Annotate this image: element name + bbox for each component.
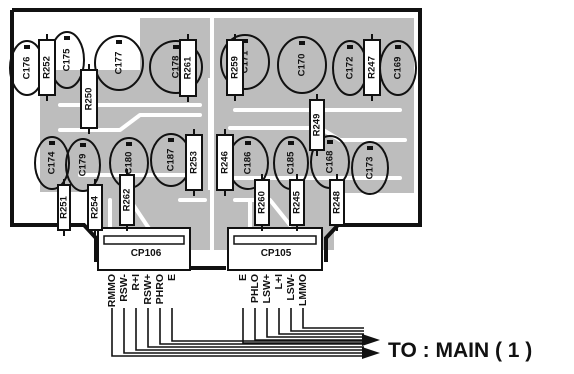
- resistor-r249: R249: [309, 94, 325, 156]
- capacitor-label: C177: [114, 52, 125, 75]
- capacitor-c179: C179: [65, 138, 101, 192]
- capacitor-c177: C177: [94, 35, 144, 91]
- resistor-label: R261: [183, 56, 194, 79]
- resistor-label: R254: [90, 195, 101, 218]
- resistor-label: R246: [220, 151, 231, 174]
- pin-label-left: R+I: [130, 274, 142, 291]
- pin-label-left: RMMO: [106, 274, 118, 307]
- resistor-label: R260: [257, 191, 268, 214]
- resistor-label: R250: [84, 88, 95, 111]
- resistor-label: R251: [59, 195, 70, 218]
- destination-label: TO : MAIN ( 1 ): [388, 339, 532, 362]
- connector-housings: [97, 227, 323, 271]
- resistor-r245: R245: [289, 174, 305, 231]
- resistor-r259: R259: [226, 34, 244, 101]
- board-outline: [10, 8, 422, 262]
- resistor-label: R259: [230, 56, 241, 79]
- pin-label-right: L+I: [273, 274, 285, 290]
- pin-label-right: LSW+: [261, 274, 273, 303]
- resistor-label: R262: [122, 189, 133, 212]
- capacitor-label: C180: [124, 152, 135, 175]
- resistor-r260: R260: [254, 174, 270, 231]
- resistor-label: R252: [42, 56, 53, 79]
- pin-label-left: PHRO: [154, 274, 166, 304]
- capacitor-label: C179: [78, 154, 89, 177]
- capacitor-c173: C173: [351, 141, 389, 195]
- connector-cp106: CP106: [131, 248, 162, 259]
- resistor-label: R245: [292, 190, 303, 213]
- pin-label-right: PHLO: [249, 274, 261, 303]
- connector-cp105: CP105: [261, 248, 292, 259]
- pin-label-right: E: [237, 274, 249, 281]
- resistor-r251: R251: [57, 179, 71, 236]
- resistor-label: R253: [189, 151, 200, 174]
- capacitor-label: C185: [286, 151, 297, 174]
- capacitor-label: C169: [393, 57, 404, 80]
- wire-bundle: [111, 308, 364, 357]
- capacitor-label: C175: [62, 48, 73, 71]
- resistor-r252: R252: [38, 34, 56, 101]
- resistor-label: R249: [312, 114, 323, 137]
- capacitor-c174: C174: [34, 136, 70, 190]
- pin-label-left: RSW+: [142, 274, 154, 305]
- resistor-label: R248: [332, 191, 343, 214]
- capacitor-label: C173: [365, 157, 376, 180]
- capacitor-label: C168: [325, 151, 336, 174]
- pin-label-left: RSW-: [118, 274, 130, 302]
- capacitor-c170: C170: [277, 36, 327, 94]
- capacitor-label: C176: [22, 57, 33, 80]
- resistor-r246: R246: [216, 129, 234, 196]
- resistor-label: R247: [367, 56, 378, 79]
- resistor-r248: R248: [329, 174, 345, 231]
- capacitor-label: C172: [345, 57, 356, 80]
- capacitor-label: C171: [240, 50, 251, 73]
- capacitor-label: C187: [166, 149, 177, 172]
- pin-label-left: E: [166, 274, 178, 281]
- resistor-r262: R262: [119, 169, 135, 231]
- capacitor-c178: C178: [149, 40, 203, 94]
- capacitor-label: C186: [243, 152, 254, 175]
- resistor-r261: R261: [179, 34, 197, 102]
- resistor-r247: R247: [363, 34, 381, 101]
- capacitor-label: C174: [47, 151, 58, 174]
- resistor-r253: R253: [185, 129, 203, 196]
- arrow-head-upper: [362, 334, 380, 346]
- resistor-r250: R250: [80, 64, 98, 134]
- capacitor-label: C170: [297, 54, 308, 77]
- capacitor-c171: C171: [220, 34, 270, 90]
- pin-label-right: LSW-: [285, 274, 297, 301]
- capacitor-label: C178: [171, 56, 182, 79]
- resistor-r254: R254: [87, 179, 103, 236]
- arrow-head-lower: [362, 347, 380, 359]
- pin-label-right: LMMO: [297, 274, 309, 306]
